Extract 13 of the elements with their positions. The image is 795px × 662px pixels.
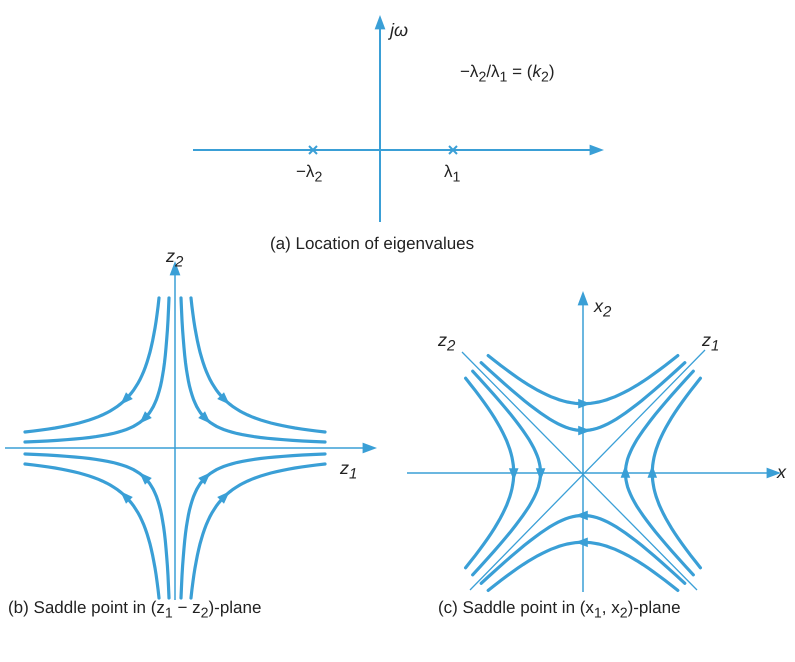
axis-label: λ$_{1}$	[444, 162, 460, 188]
axis-label: jω	[390, 20, 408, 40]
axis-label: x$_{2}$	[594, 296, 612, 323]
figure-caption: (b) Saddle point in (z$_{1}$ − z$_{2}$)-plane	[8, 598, 262, 624]
axis-label: x	[777, 462, 786, 482]
axis-label: z$_{1}$	[702, 330, 720, 357]
equation: −λ$_{2}$/λ$_{1}$ = (k$_{2}$)	[460, 62, 555, 88]
axis-label: z$_{1}$	[340, 458, 358, 485]
axis-label: z$_{2}$	[438, 330, 456, 357]
figure-caption: (c) Saddle point in (x$_{1}$, x$_{2}$)-plane	[438, 598, 681, 624]
axis-label: −λ$_{2}$	[296, 162, 322, 188]
figure-caption: (a) Location of eigenvalues	[270, 234, 474, 254]
axis-label: z$_{2}$	[166, 246, 184, 273]
